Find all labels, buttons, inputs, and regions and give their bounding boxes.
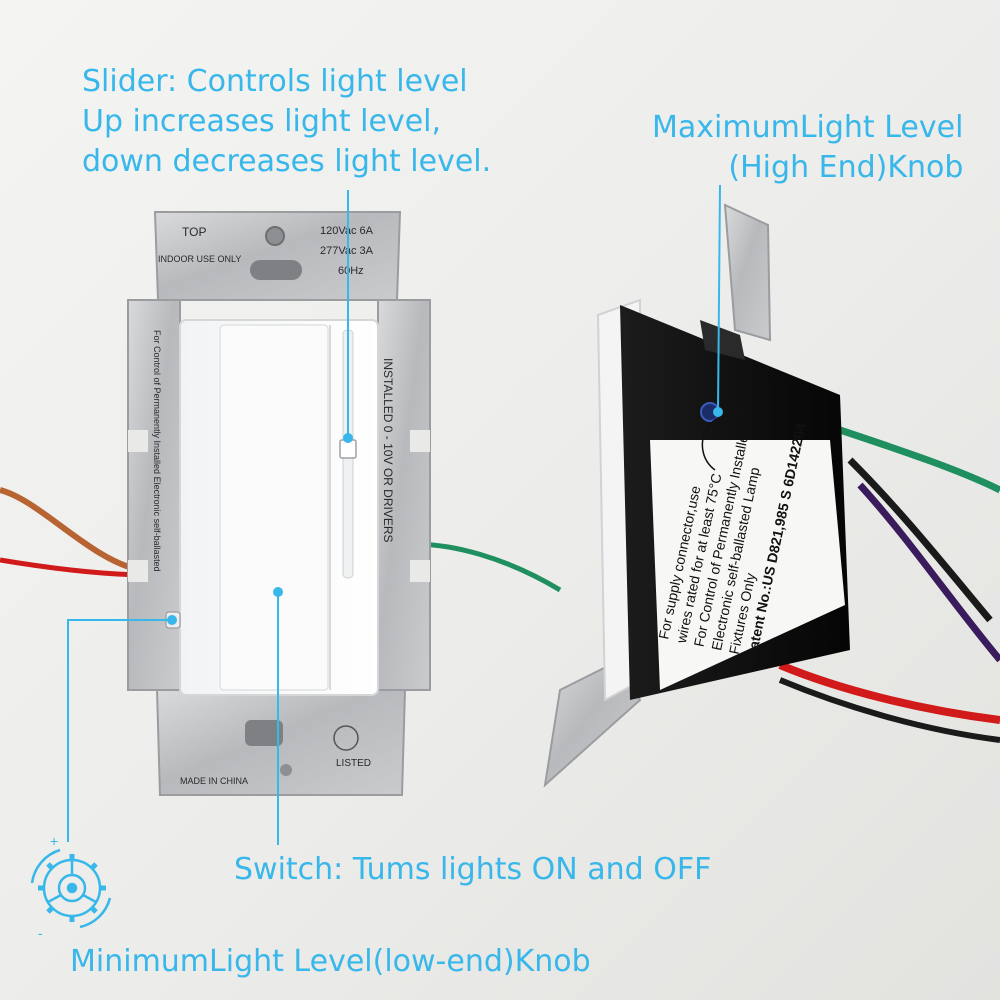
min-knob-callout-line xyxy=(67,619,172,842)
wire-black xyxy=(847,457,993,623)
slider-annotation: Slider: Controls light level Up increase… xyxy=(82,62,491,182)
max-knob-annotation-line-2: (High End)Knob xyxy=(728,150,964,185)
wire-green xyxy=(838,426,1000,494)
switch-annotation: Switch: Tums lights ON and OFF xyxy=(234,852,712,887)
max-knob-annotation-line-1: MaximumLight Level xyxy=(652,110,964,145)
svg-text:+: + xyxy=(50,833,58,849)
right-wing xyxy=(377,299,431,691)
svg-text:INDOOR USE ONLY: INDOOR USE ONLY xyxy=(158,254,241,264)
callout-lines xyxy=(67,184,723,845)
slider-annotation-line-2: Up increases light level, xyxy=(82,104,442,139)
slider-annotation-line-3: down decreases light level. xyxy=(82,144,492,179)
svg-text:MADE IN CHINA: MADE IN CHINA xyxy=(180,776,248,786)
svg-text:120Vac 6A: 120Vac 6A xyxy=(320,225,374,237)
max-knob-annotation: MaximumLight Level (High End)Knob xyxy=(652,108,963,188)
svg-text:LISTED: LISTED xyxy=(336,758,371,769)
wire-purple xyxy=(857,482,1000,663)
label-sticker xyxy=(650,440,845,690)
svg-text:60Hz: 60Hz xyxy=(338,265,364,277)
side-strap-top xyxy=(723,203,772,342)
left-dimmer: TOP INDOOR USE ONLY 120Vac 6A 277Vac 3A … xyxy=(127,211,431,796)
svg-text:For Control of Permanently Ins: For Control of Permanently Installed Ele… xyxy=(152,330,162,572)
right-dimmer: For supply connector,use wires rated for… xyxy=(543,203,1000,788)
min-knob-annotation: MinimumLight Level(low-end)Knob xyxy=(70,944,591,979)
svg-text:277Vac 3A: 277Vac 3A xyxy=(320,245,374,257)
top-slot xyxy=(250,260,302,280)
svg-text:INSTALLED 0 - 10V OR DRIVERS: INSTALLED 0 - 10V OR DRIVERS xyxy=(381,358,395,543)
svg-text:TOP: TOP xyxy=(182,225,206,239)
bottom-slot xyxy=(245,720,283,746)
rocker-switch xyxy=(219,324,329,691)
svg-text:-: - xyxy=(38,925,43,941)
slider-annotation-line-1: Slider: Controls light level xyxy=(82,64,468,99)
gear-knob-icon: + - xyxy=(30,833,112,941)
top-screw xyxy=(265,226,285,246)
wire-red xyxy=(778,661,1000,724)
max-knob-callout-line xyxy=(717,184,721,413)
